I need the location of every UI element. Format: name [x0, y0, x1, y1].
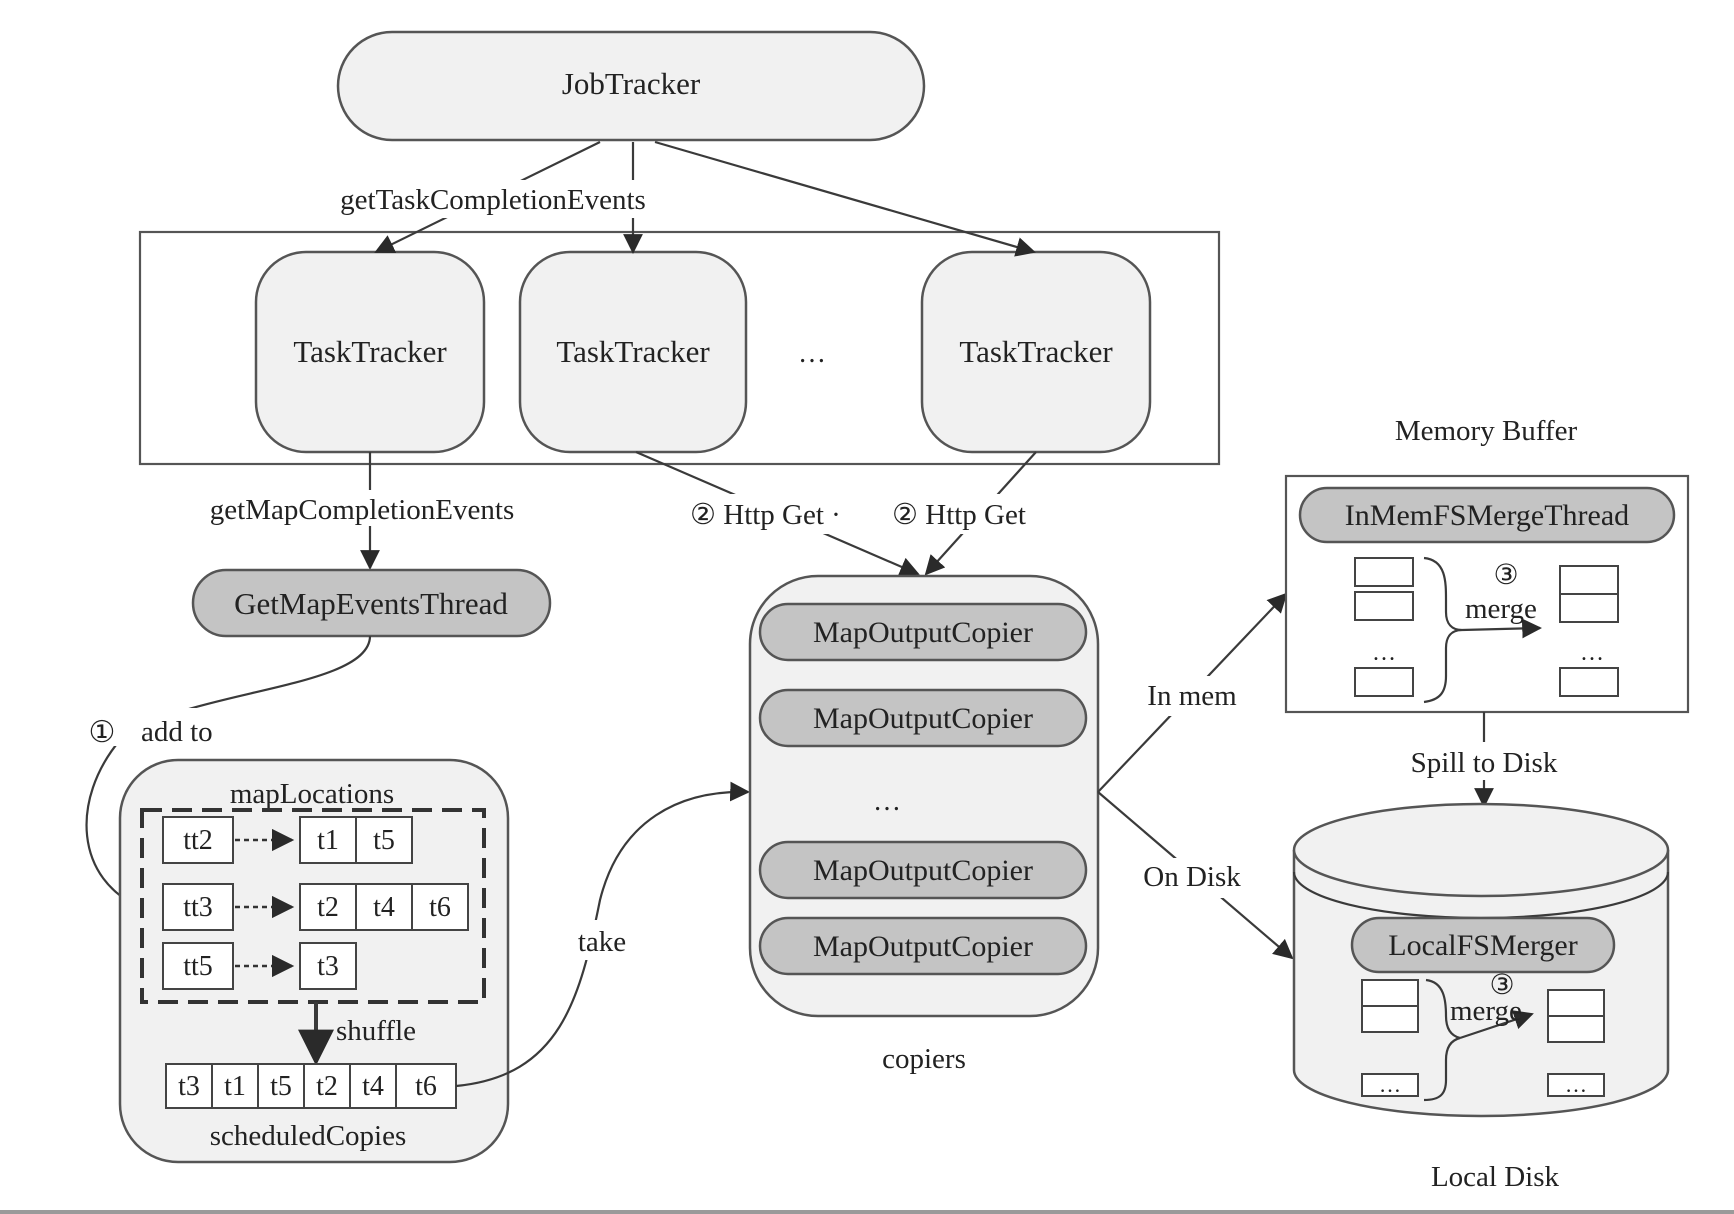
scheduled-copies-label: scheduledCopies — [210, 1120, 407, 1152]
map-locations-dashed-box — [140, 808, 486, 1004]
mem-merge-step: ③ — [1493, 560, 1518, 591]
map-location-row: tt3 t2 t4 t6 — [162, 883, 469, 931]
scheduled-copy-cell: t2 — [316, 1071, 338, 1102]
get-map-events-thread-label: GetMapEventsThread — [234, 586, 508, 621]
task-tracker-3-label: TaskTracker — [959, 334, 1113, 369]
edge-label-get-map-completion-events: getMapCompletionEvents — [210, 494, 514, 526]
map-location-row: tt5 t3 — [162, 942, 357, 990]
copiers-caption: copiers — [882, 1043, 966, 1075]
map-output-copier-label: MapOutputCopier — [813, 702, 1033, 735]
task-tracker-node-3: TaskTracker — [920, 250, 1152, 454]
map-location-row: tt2 t1 t5 — [162, 816, 413, 864]
map-location-value: t1 — [317, 825, 339, 856]
in-mem-fs-merge-thread-label: InMemFSMergeThread — [1345, 499, 1629, 532]
mem-right-ellipsis: … — [1580, 640, 1604, 666]
job-tracker-node: JobTracker — [336, 30, 926, 142]
local-disk-cylinder — [1292, 802, 1670, 1118]
map-location-value: t6 — [429, 892, 451, 923]
map-output-copier-1: MapOutputCopier — [758, 602, 1088, 662]
map-location-value: t2 — [317, 892, 339, 923]
scheduled-copy-cell: t3 — [178, 1071, 200, 1102]
disk-merge-step: ③ — [1489, 970, 1514, 1001]
job-tracker-label: JobTracker — [562, 66, 701, 101]
edge-label-http-get-2: ② Http Get — [892, 499, 1026, 531]
task-tracker-node-1: TaskTracker — [254, 250, 486, 454]
copiers-container — [748, 574, 1100, 1018]
edge-label-on-disk: On Disk — [1143, 861, 1241, 893]
edge-label-spill-to-disk: Spill to Disk — [1411, 747, 1558, 779]
map-location-key: tt2 — [183, 825, 213, 856]
task-tracker-2-label: TaskTracker — [556, 334, 710, 369]
disk-merge-label: merge — [1450, 995, 1522, 1027]
edge-mem-merge — [1461, 618, 1542, 639]
edge-label-take: take — [578, 926, 626, 958]
memory-buffer-blocks: … … — [1354, 557, 1619, 697]
edge-jobtracker-tasktracker-3 — [654, 140, 1036, 257]
edge-label-in-mem: In mem — [1147, 680, 1237, 712]
edge-label-add-to: add to — [141, 716, 213, 748]
copiers-ellipsis: … — [873, 786, 901, 817]
disk-left-ellipsis: … — [1379, 1072, 1401, 1097]
map-location-value: t3 — [317, 951, 339, 982]
disk-merge-brace — [1423, 978, 1461, 1102]
edge-take — [455, 781, 750, 1088]
local-fs-merger-node: LocalFSMerger — [1350, 916, 1616, 974]
local-disk-blocks: … … — [1361, 979, 1605, 1097]
mem-left-ellipsis: … — [1372, 640, 1396, 666]
map-output-copier-label: MapOutputCopier — [813, 930, 1033, 963]
map-output-copier-label: MapOutputCopier — [813, 854, 1033, 887]
map-location-value: t4 — [373, 892, 395, 923]
task-tracker-node-2: TaskTracker — [518, 250, 748, 454]
edge-label-add-to-step: ① — [89, 716, 116, 749]
disk-right-ellipsis: … — [1565, 1072, 1587, 1097]
map-output-copier-label: MapOutputCopier — [813, 616, 1033, 649]
get-map-events-thread-node: GetMapEventsThread — [191, 568, 552, 638]
scheduled-copy-cell: t1 — [224, 1071, 246, 1102]
memory-buffer-title: Memory Buffer — [1395, 415, 1578, 447]
map-output-copier-3: MapOutputCopier — [758, 840, 1088, 900]
task-tracker-ellipsis: … — [798, 338, 826, 369]
map-location-key: tt3 — [183, 892, 213, 923]
mem-merge-label: merge — [1465, 593, 1537, 625]
task-tracker-group — [138, 230, 1221, 466]
map-locations-label: mapLocations — [230, 778, 394, 810]
map-output-copier-2: MapOutputCopier — [758, 688, 1088, 748]
scheduled-copy-cell: t4 — [362, 1071, 384, 1102]
edge-label-shuffle: shuffle — [336, 1015, 416, 1047]
scheduled-copy-cell: t5 — [270, 1071, 292, 1102]
edge-disk-merge — [1459, 1010, 1534, 1040]
edge-label-http-get-1: ② Http Get · — [690, 499, 841, 531]
scheduled-copies-queue: t3 t1 t5 t2 t4 t6 — [165, 1063, 457, 1109]
local-fs-merger-label: LocalFSMerger — [1388, 929, 1577, 962]
task-tracker-1-label: TaskTracker — [293, 334, 447, 369]
map-location-key: tt5 — [183, 951, 213, 982]
map-output-copier-4: MapOutputCopier — [758, 916, 1088, 976]
bottom-rule — [0, 1210, 1734, 1214]
map-location-value: t5 — [373, 825, 395, 856]
edge-label-get-task-completion-events: getTaskCompletionEvents — [340, 184, 646, 216]
in-mem-fs-merge-thread-node: InMemFSMergeThread — [1298, 486, 1676, 544]
scheduled-copy-cell: t6 — [415, 1071, 437, 1102]
local-disk-caption: Local Disk — [1431, 1161, 1560, 1193]
